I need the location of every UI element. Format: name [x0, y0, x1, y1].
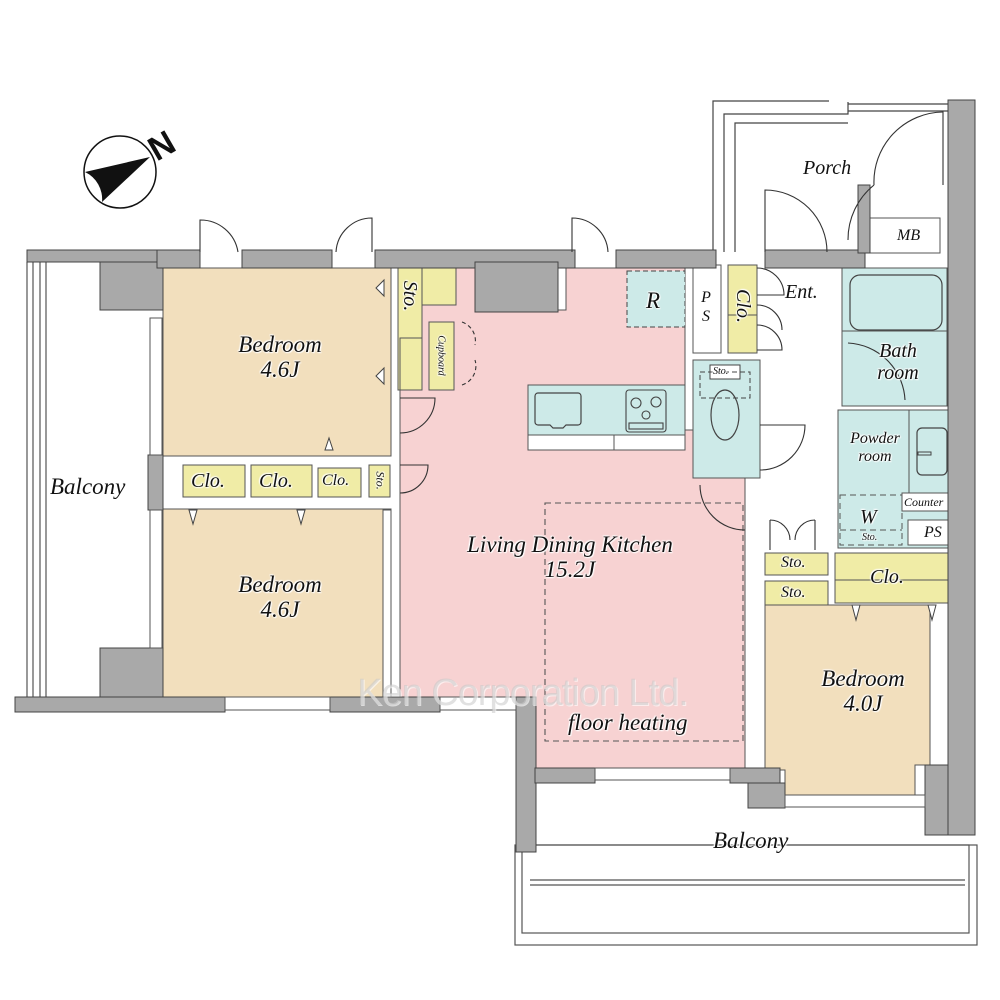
bedroom-mid-floor [162, 508, 392, 698]
powder-line2: room [858, 447, 892, 465]
clo-2-label: Clo. [259, 470, 293, 492]
floor-heating-label: floor heating [568, 710, 688, 735]
sto-small-label: Sto. [373, 471, 388, 490]
clo-right-label: Clo. [870, 566, 904, 588]
bedroom-mid-size: 4.6J [260, 597, 300, 623]
balcony-bottom-label: Balcony [713, 828, 789, 853]
toilet-sto-label: Sto. [713, 366, 729, 377]
clo-right-box [834, 552, 958, 604]
ldk-label: Living Dining Kitchen 15.2J [430, 532, 710, 583]
cupboard-label: Cupboard [435, 335, 447, 376]
clo-1-label: Clo. [191, 470, 225, 492]
clo-2-box [250, 464, 313, 498]
bedroom-mid-label: Bedroom 4.6J [220, 572, 340, 623]
toilet-room-floor [692, 359, 761, 479]
bedroom-top-floor [162, 267, 392, 457]
ldk-size: 15.2J [544, 557, 596, 583]
cupboard-box [428, 321, 455, 391]
watermark: Ken Corporation Ltd. [357, 672, 689, 714]
sto-right-1-label: Sto. [781, 554, 806, 571]
clo-entrance-box [727, 264, 758, 354]
bedroom-right-label: Bedroom 4.0J [803, 666, 923, 717]
north-arrow-icon [83, 135, 157, 209]
ps-top-box [692, 264, 722, 354]
bedroom-right-name: Bedroom [821, 666, 905, 691]
balcony-left-label: Balcony [50, 474, 126, 499]
ps-right-label: PS [924, 524, 942, 541]
bath-line2: room [877, 362, 919, 384]
bathtub [849, 274, 943, 331]
sink-icon [534, 392, 582, 429]
sto-small-box [368, 464, 391, 498]
sto-right-2-box [764, 580, 829, 606]
powder-line1: Powder [850, 430, 900, 447]
porch-outline [712, 100, 948, 252]
bedroom-top-name: Bedroom [238, 332, 322, 357]
washer-label: W [860, 506, 877, 528]
sto-top-label: Sto. [399, 280, 421, 312]
clo-3-label: Clo. [322, 472, 350, 489]
bath-line1: Bath [879, 340, 917, 362]
mb-label: MB [897, 227, 921, 244]
porch-label: Porch [803, 157, 852, 179]
floor-heating-area [544, 502, 744, 742]
powder-label: Powder room [840, 430, 910, 465]
bath-floor [841, 267, 948, 407]
ps-top-label: P S [701, 289, 711, 326]
counter-label: Counter [904, 495, 944, 509]
clo-1-box [182, 464, 246, 498]
sto-right-1-box [764, 552, 829, 576]
bedroom-top-label: Bedroom 4.6J [220, 332, 340, 383]
bath-label: Bath room [866, 340, 930, 384]
stove-icon [625, 389, 667, 433]
balcony-left-railing [26, 262, 47, 707]
mb-box [869, 217, 941, 254]
sto-right-2-label: Sto. [781, 584, 806, 601]
bedroom-right-size: 4.0J [843, 691, 883, 717]
bedroom-mid-name: Bedroom [238, 572, 322, 597]
washer-space [839, 494, 903, 546]
refrigerator-label: R [646, 288, 661, 313]
toilet-bowl [710, 389, 740, 441]
ldk-name: Living Dining Kitchen [467, 532, 673, 557]
washer-sto-label: Sto. [862, 532, 878, 543]
clo-3-box [317, 467, 362, 498]
clo-entrance-label: Clo. [732, 289, 754, 323]
washbasin [916, 427, 948, 476]
bedroom-top-size: 4.6J [260, 357, 300, 383]
refrigerator-space [626, 270, 686, 328]
balcony-bottom-railing [514, 844, 978, 946]
entrance-label: Ent. [785, 281, 818, 303]
